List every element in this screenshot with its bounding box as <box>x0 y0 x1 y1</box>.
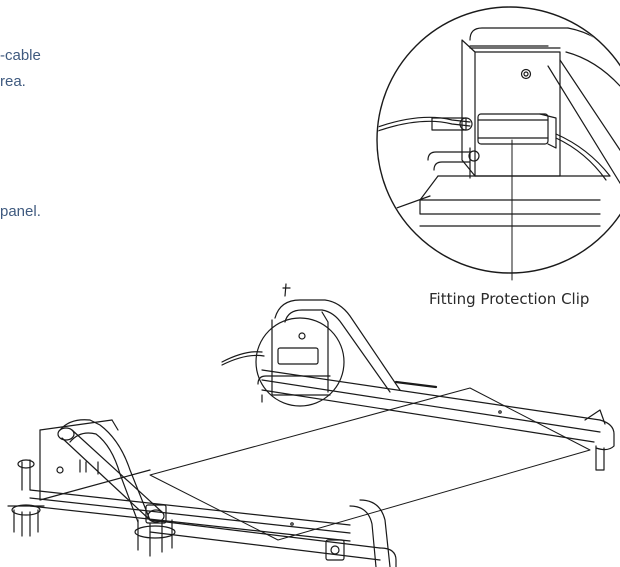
instruction-text-fragment: -cable <box>0 47 41 64</box>
detail-closeup-drawing <box>378 27 620 227</box>
fitting-protection-clip-label: Fitting Protection Clip <box>429 290 590 308</box>
instruction-text-fragment: rea. <box>0 73 26 90</box>
instruction-text-fragment: panel. <box>0 203 41 220</box>
main-frame-drawing <box>7 283 615 567</box>
detail-callout-circle <box>376 6 620 281</box>
